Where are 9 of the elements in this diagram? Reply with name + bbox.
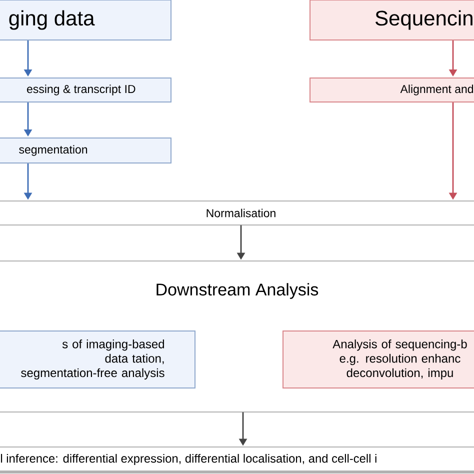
process-box: essing & transcript ID	[0, 78, 172, 102]
process-box: Analysis of sequencing-b e.g. resolution enhanc deconvolution, impu	[282, 330, 474, 388]
process-box: Sequencin	[310, 0, 474, 40]
process-box: Alignment and	[310, 78, 474, 102]
process-box: ging data	[0, 0, 172, 40]
process-box: segmentation	[0, 138, 172, 164]
stage-band: l inference: differential expression, differential localisation, and cell-cell i	[0, 446, 474, 474]
stage-band: Normalisation	[0, 200, 474, 226]
process-box: s of imaging-based data tation, segmentation-free analysis	[0, 330, 196, 388]
